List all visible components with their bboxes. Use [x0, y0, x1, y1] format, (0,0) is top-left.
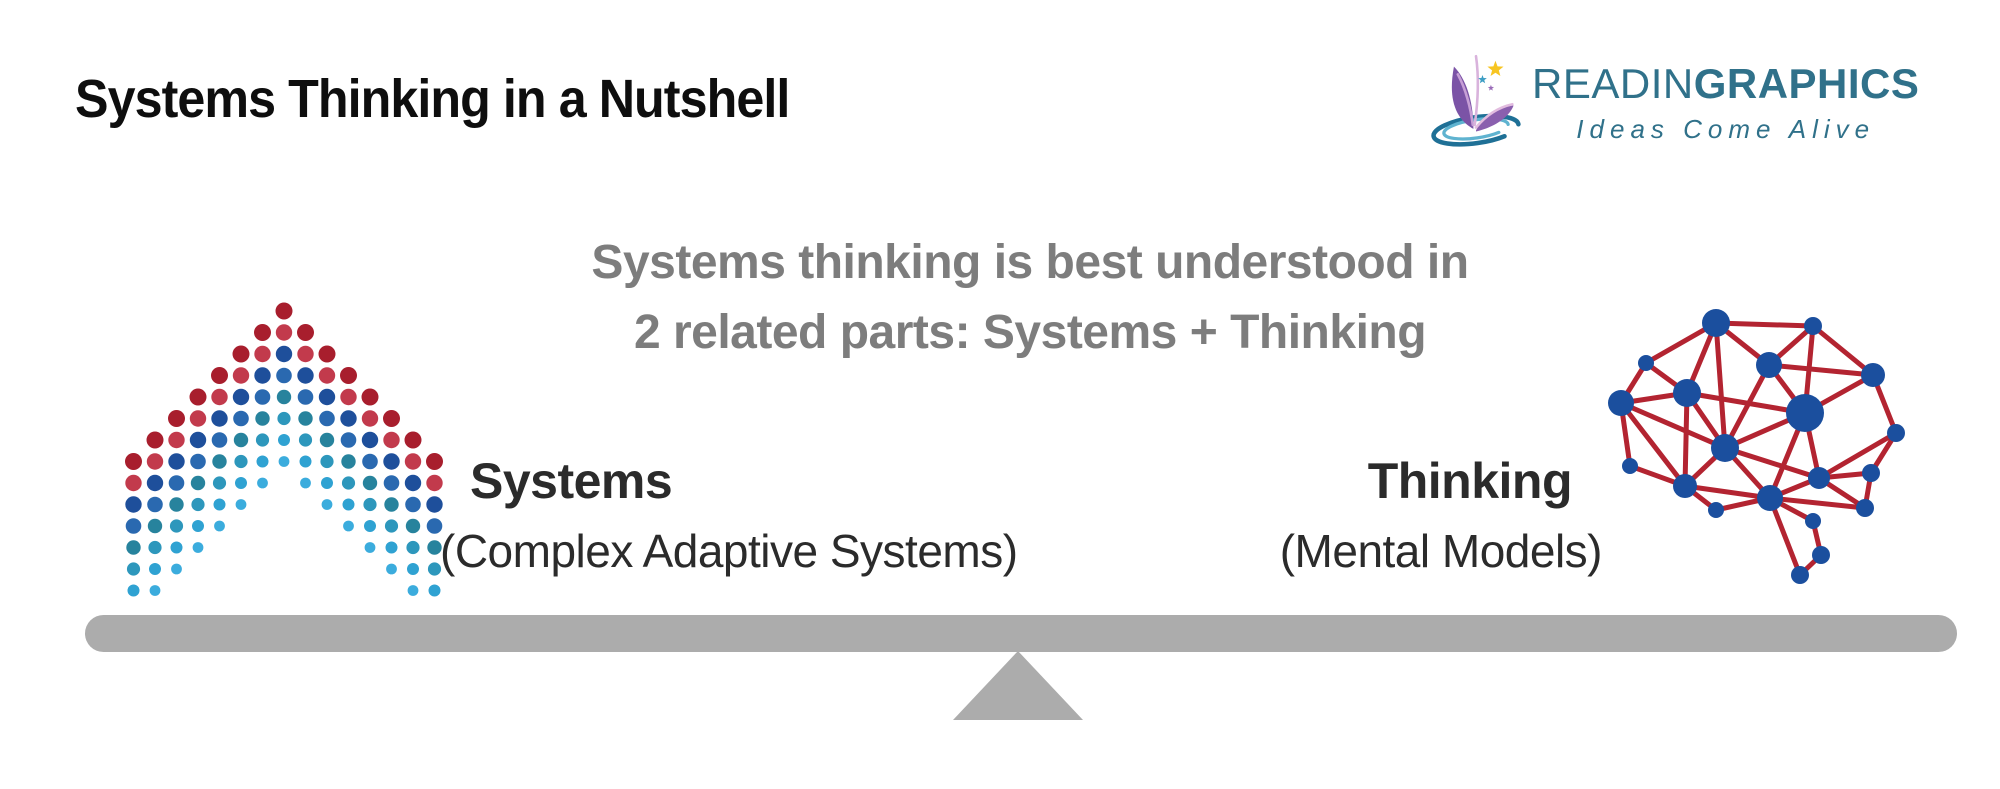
- subtitle: Systems thinking is best understood in 2…: [430, 228, 1630, 368]
- logo-wordmark-bold: GRAPHICS: [1693, 60, 1920, 107]
- logo-book-butterfly-icon: [1431, 54, 1521, 147]
- thinking-label: Thinking (Mental Models): [1230, 452, 1603, 578]
- logo-wordmark-regular: READIN: [1532, 60, 1694, 107]
- star-icon: [1487, 84, 1495, 91]
- thinking-subtitle: (Mental Models): [1279, 525, 1603, 577]
- systems-title: Systems: [470, 453, 673, 509]
- balance-beam: [85, 615, 1957, 652]
- logo-wordmark: READINGRAPHICS: [1532, 60, 1919, 108]
- systems-label: Systems (Complex Adaptive Systems): [440, 452, 1120, 578]
- thinking-title: Thinking: [1367, 453, 1573, 509]
- logo-tagline: Ideas Come Alive: [1576, 114, 1876, 144]
- balance-fulcrum: [953, 651, 1083, 720]
- thinking-brain-network-graphic: [1608, 309, 1905, 584]
- subtitle-line-2: 2 related parts: Systems + Thinking: [633, 306, 1427, 359]
- star-icon: [1478, 75, 1487, 84]
- subtitle-line-1: Systems thinking is best understood in: [591, 236, 1469, 289]
- page-title: Systems Thinking in a Nutshell: [75, 69, 790, 129]
- systems-subtitle: (Complex Adaptive Systems): [440, 525, 1018, 577]
- logo-text: READINGRAPHICS Ideas Come Alive: [1532, 60, 1919, 145]
- systems-dot-arch-graphic: [125, 302, 443, 597]
- star-icon: [1487, 60, 1504, 77]
